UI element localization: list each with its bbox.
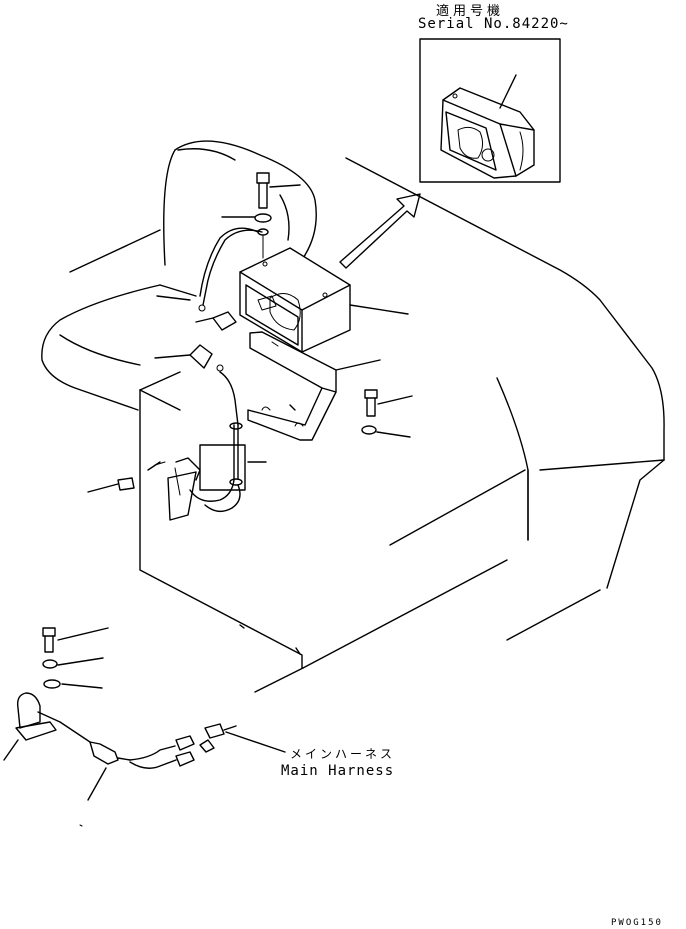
harness-label-japanese: メインハーネス — [290, 747, 396, 761]
working-lamp — [239, 247, 409, 353]
harness-label-english: Main Harness — [281, 763, 395, 779]
horn-assembly — [3, 692, 286, 827]
lamp-bolt-set — [221, 172, 301, 259]
wiring-clamps — [147, 444, 267, 521]
inset-variant-box — [419, 38, 561, 183]
small-connector — [87, 477, 135, 493]
bracket-bolt-set — [361, 389, 413, 438]
lamp-bracket — [247, 331, 381, 441]
mark-dash — [295, 647, 301, 655]
lamp-wiring — [154, 227, 263, 513]
horn-bolt-set — [42, 627, 109, 689]
document-code: PWOG150 — [611, 918, 663, 928]
operator-seat — [41, 140, 317, 411]
applicability-note-serial: Serial No.84220~ — [418, 16, 569, 32]
applicability-note-japanese: 適用号機 — [436, 4, 505, 19]
mark-dash — [239, 624, 245, 629]
reference-arrow — [339, 193, 421, 269]
machine-body-outline — [139, 157, 665, 693]
